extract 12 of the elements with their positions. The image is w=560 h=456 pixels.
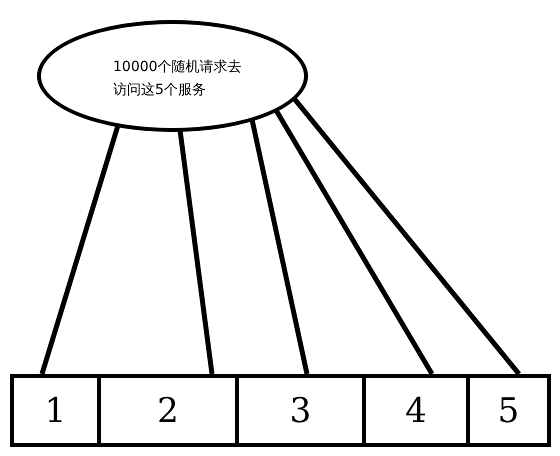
box-number: 4 — [405, 394, 427, 428]
ellipse-node — [37, 20, 308, 132]
box-number: 3 — [290, 394, 312, 428]
connector-line — [178, 130, 214, 374]
box-number: 5 — [498, 394, 520, 428]
box-number: 2 — [157, 394, 179, 428]
connector-line — [292, 96, 521, 376]
box-number: 1 — [44, 394, 66, 428]
connector-line — [274, 108, 434, 376]
node-text: 10000个随机请求去访问这5个服务 — [113, 58, 243, 100]
connector-line — [250, 118, 310, 375]
connector-line — [40, 124, 120, 375]
